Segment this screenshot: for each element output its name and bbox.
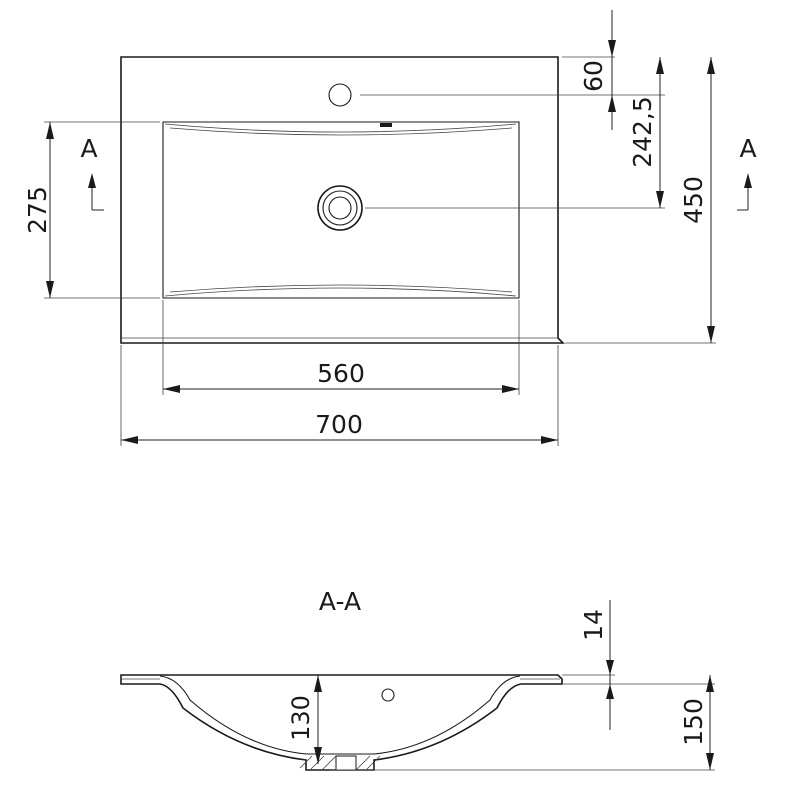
dim-label-560: 560 xyxy=(317,359,365,388)
section-mark-left: A xyxy=(80,134,104,211)
plan-view: 60 242,5 450 A xyxy=(23,10,757,446)
dim-label-450: 450 xyxy=(679,176,708,224)
overflow-hole xyxy=(381,688,395,702)
dim-label-130: 130 xyxy=(287,695,315,741)
bowl-front-curve xyxy=(164,287,517,297)
dim-width-overall: 700 xyxy=(121,410,558,444)
dim-tap-offset: 60 xyxy=(579,10,616,130)
drain-icon xyxy=(317,185,363,231)
section-profile xyxy=(120,674,563,771)
section-view: A-A 14 xyxy=(120,587,715,771)
dim-total-height: 150 xyxy=(679,675,714,770)
dim-label-242-5: 242,5 xyxy=(628,96,657,168)
dim-label-275: 275 xyxy=(23,186,52,234)
dim-depth-bowl: 275 xyxy=(23,122,54,298)
section-inner-wall xyxy=(159,675,521,755)
dim-rim-thickness: 14 xyxy=(579,600,614,730)
dim-label-60: 60 xyxy=(579,60,608,92)
dim-drain-offset: 242,5 xyxy=(628,57,664,208)
basin-outline xyxy=(120,56,565,344)
section-title: A-A xyxy=(319,587,361,616)
bowl-back-curve xyxy=(164,123,517,133)
dim-label-700: 700 xyxy=(315,410,363,439)
tap-hole xyxy=(328,83,352,107)
svg-text:A: A xyxy=(80,134,97,163)
section-mark-right: A xyxy=(737,134,757,211)
dim-label-14: 14 xyxy=(579,609,608,641)
bowl-outline xyxy=(162,121,520,299)
dim-bowl-depth: 130 xyxy=(287,675,322,764)
overflow-slot xyxy=(380,123,392,127)
drain-section-hatch xyxy=(299,755,381,771)
dim-depth-overall: 450 xyxy=(679,57,715,343)
dim-width-bowl: 560 xyxy=(163,359,519,393)
svg-text:A: A xyxy=(739,134,756,163)
bowl-front-curve-inner xyxy=(169,284,513,293)
dim-label-150: 150 xyxy=(679,698,708,746)
bowl-back-curve-inner xyxy=(169,127,513,136)
